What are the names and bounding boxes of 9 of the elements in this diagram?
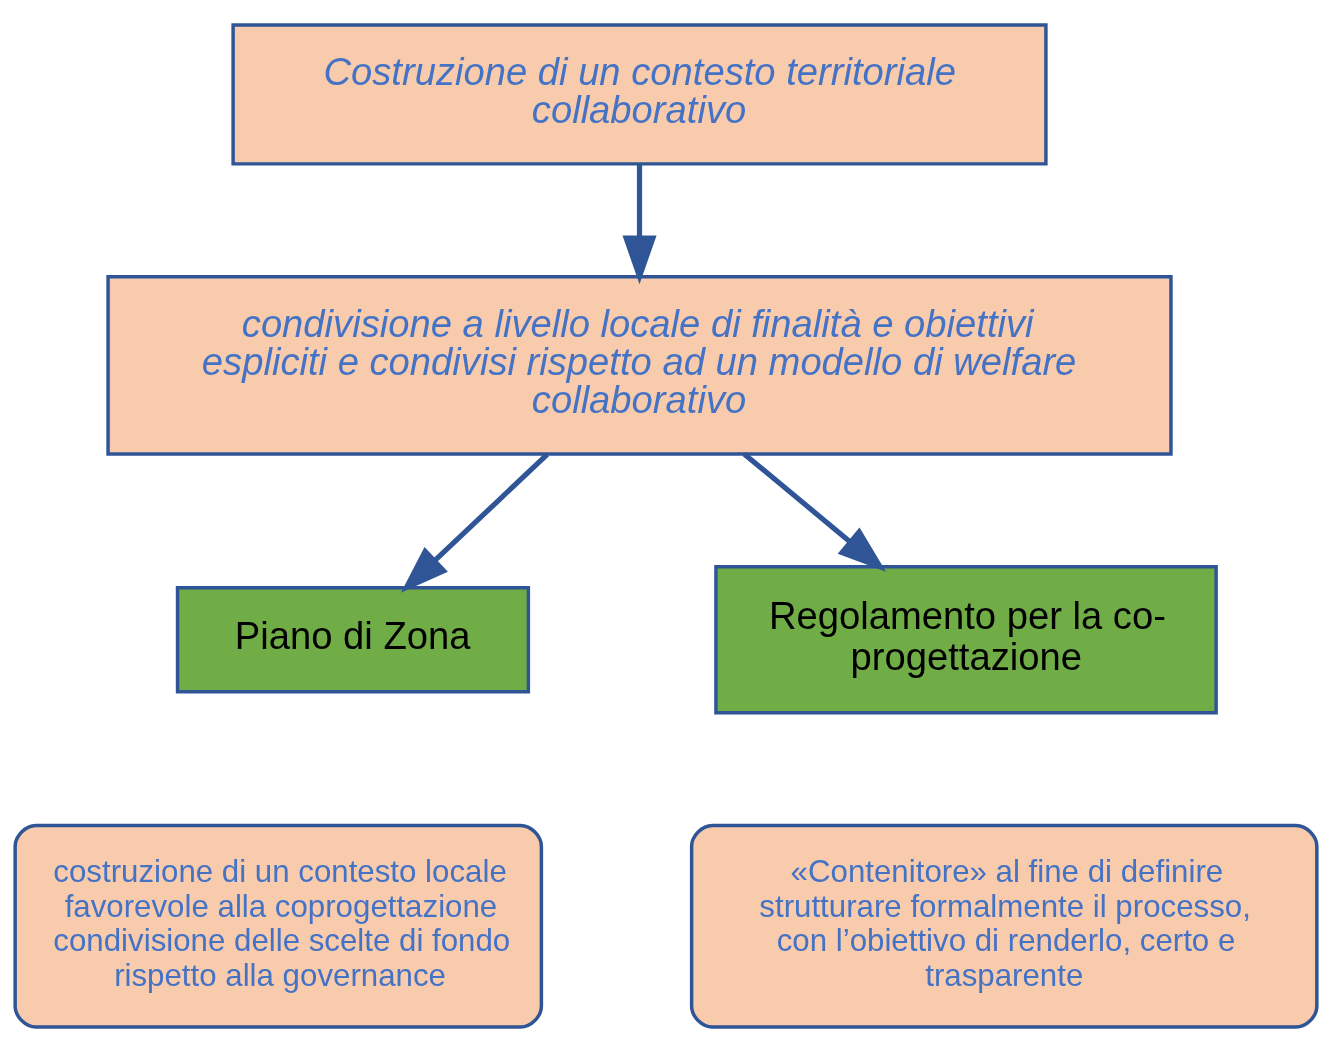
node-box: «Contenitore» al fine di definire strutturare formalmente il processo, con l’obiettivo di renderlo, certo e trasparente [689,823,1319,1029]
node-box: condivisione a livello locale di finalità e obiettivi espliciti e condivisi rispetto ad un modello di welfare collaborativo [106,274,1173,456]
node-box: Regolamento per la co-progettazione [714,564,1218,714]
arrow [400,451,550,593]
node-box: costruzione di un contesto locale favorevole alla coprogettazione condivisione delle scelte di fondo rispetto alla governance [13,823,544,1029]
node-box: Costruzione di un contesto territoriale collaborativo [231,22,1048,166]
node-box: Piano di Zona [175,585,531,694]
arrow [622,163,657,284]
arrow [742,451,887,572]
